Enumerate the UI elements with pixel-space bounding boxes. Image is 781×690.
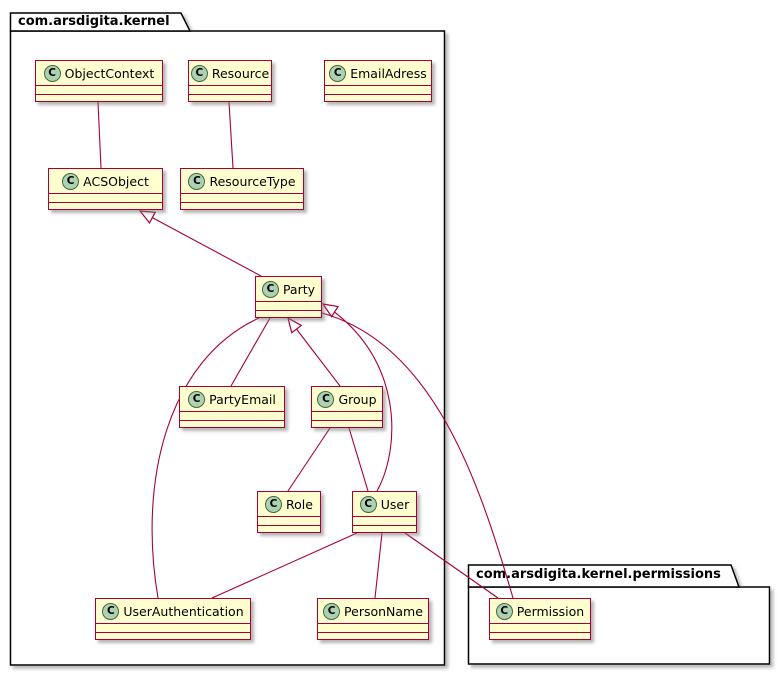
class-box-group: C Group [311,386,383,428]
class-header: C Party [256,277,321,301]
fields-compartment [96,623,250,632]
fields-compartment [180,411,284,420]
fields-compartment [325,85,431,94]
class-header: C PersonName [318,599,428,623]
class-name: Resource [211,65,270,81]
package-title-kernel: com.arsdigita.kernel [18,14,170,29]
class-header: C User [353,492,416,516]
methods-compartment [256,310,321,319]
edge-user-userauthentication [211,532,358,599]
class-c-icon: C [190,64,208,82]
fields-compartment [318,623,428,632]
class-name: ObjectContext [64,65,155,81]
fields-compartment [256,301,321,310]
class-header: C PartyEmail [180,387,284,411]
edge-group-party [287,316,341,387]
class-c-icon: C [495,602,513,620]
class-box-resource: C Resource [188,60,272,102]
class-box-acsobject: C ACSObject [48,168,163,210]
relationship-lines [97,101,514,599]
class-name: ResourceType [209,173,296,189]
class-box-role: C Role [257,491,321,533]
class-name: EmailAdress [350,65,427,81]
methods-compartment [36,94,162,103]
edge-group-user [348,427,369,492]
methods-compartment [490,632,590,641]
class-name: ACSObject [83,173,149,189]
class-c-icon: C [317,390,335,408]
class-name: PartyEmail [209,391,276,407]
class-name: Party [282,281,316,297]
class-c-icon: C [323,602,341,620]
fields-compartment [490,623,590,632]
fields-compartment [49,193,162,202]
methods-compartment [189,94,271,103]
fields-compartment [181,193,303,202]
methods-compartment [325,94,431,103]
class-header: C Resource [189,61,271,85]
class-c-icon: C [359,495,377,513]
class-box-objectcontext: C ObjectContext [35,60,163,102]
class-c-icon: C [43,64,61,82]
class-name: Permission [516,603,585,619]
class-header: C ResourceType [181,169,303,193]
class-c-icon: C [188,172,206,190]
class-header: C Role [258,492,320,516]
edge-party-acsobject [138,210,262,277]
edge-objectcontext-acsobject [97,101,102,169]
edge-group-role [287,427,331,492]
class-box-resourcetype: C ResourceType [180,168,304,210]
methods-compartment [318,632,428,641]
methods-compartment [181,202,303,211]
methods-compartment [353,525,416,534]
fields-compartment [258,516,320,525]
class-name: UserAuthentication [123,603,244,619]
class-name: Group [338,391,377,407]
methods-compartment [49,202,162,211]
class-name: Role [286,496,313,512]
class-box-party: C Party [255,276,322,318]
class-header: C Group [312,387,382,411]
edge-party-userauthentication [151,317,260,599]
class-c-icon: C [265,495,283,513]
class-box-partyemail: C PartyEmail [179,386,285,428]
class-name: User [380,496,410,512]
class-c-icon: C [261,280,279,298]
methods-compartment [258,525,320,534]
class-box-permission: C Permission [489,598,591,640]
methods-compartment [180,420,284,429]
class-box-emailadress: C EmailAdress [324,60,432,102]
package-title-permissions: com.arsdigita.kernel.permissions [476,567,721,582]
edge-partyemail-party [230,317,271,387]
class-c-icon: C [62,172,80,190]
edge-user-party [321,303,393,492]
fields-compartment [36,85,162,94]
fields-compartment [189,85,271,94]
class-header: C UserAuthentication [96,599,250,623]
class-box-personname: C PersonName [317,598,429,640]
edge-permission-party [321,312,514,599]
class-header: C ObjectContext [36,61,162,85]
package-kernel-shape [9,12,446,666]
class-box-userauthentication: C UserAuthentication [95,598,251,640]
edge-user-personname [374,532,383,599]
class-c-icon: C [188,390,206,408]
edge-user-permission [404,532,499,599]
class-box-user: C User [352,491,417,533]
class-c-icon: C [329,64,347,82]
class-header: C EmailAdress [325,61,431,85]
fields-compartment [353,516,416,525]
methods-compartment [96,632,250,641]
class-header: C Permission [490,599,590,623]
methods-compartment [312,420,382,429]
class-name: PersonName [344,603,423,619]
class-header: C ACSObject [49,169,162,193]
class-c-icon: C [102,602,120,620]
fields-compartment [312,411,382,420]
edge-resource-resourcetype [228,101,234,169]
